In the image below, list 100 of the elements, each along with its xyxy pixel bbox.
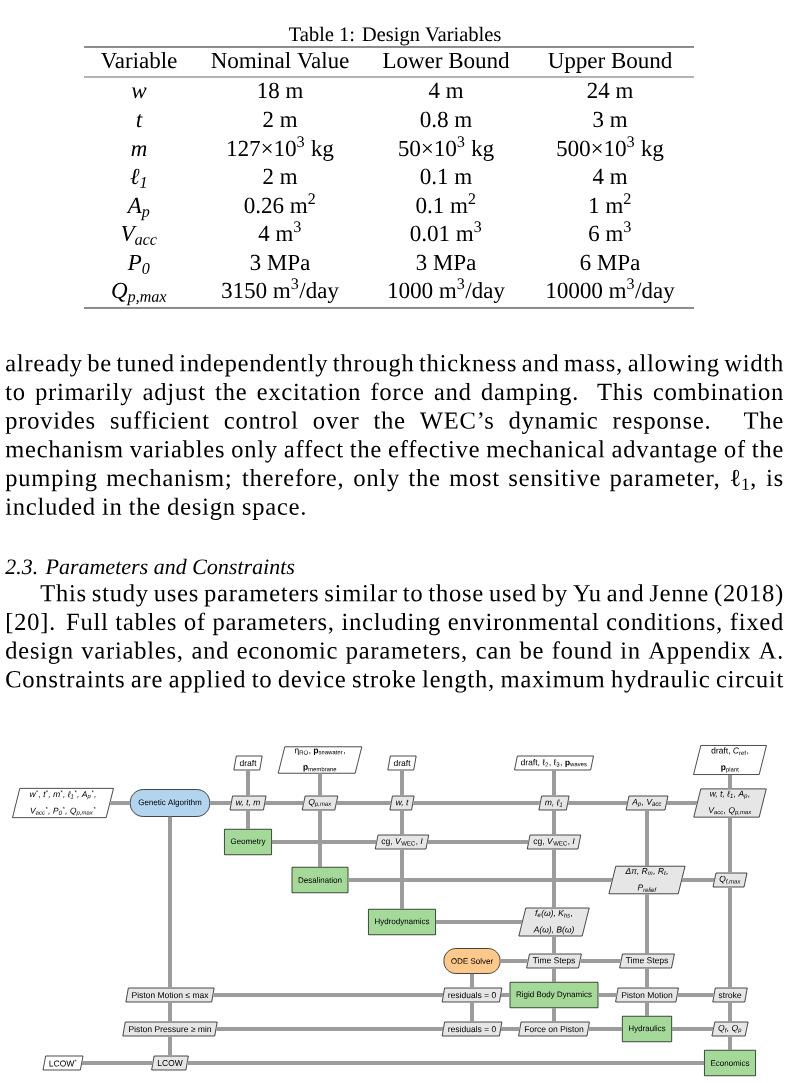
table-value: 50×10$^{3}$ kg <box>399 136 494 161</box>
connector-line <box>470 973 474 988</box>
connector-line <box>645 810 649 866</box>
connector-line <box>728 1002 732 1022</box>
connector-line <box>645 1002 649 1016</box>
data-block: residuals = 0 <box>441 987 503 1003</box>
connector-line <box>500 959 528 963</box>
variable-symbol: ℓ$_{1}$ <box>130 168 146 188</box>
data-block: Δπ, R$_{m}$, R$_{t}$, P$_{relief}$ <box>608 865 686 895</box>
variable-symbol: Q$_{p,max}$ <box>112 282 167 306</box>
table-value: 6 m$^{3}$ <box>589 221 631 242</box>
connector-line <box>168 816 172 988</box>
connector-line <box>82 1061 153 1065</box>
connector-line <box>728 817 732 873</box>
data-block: cg, V$_{WEC}$, I <box>374 834 430 850</box>
optimizer-box: Genetic Algorithm <box>129 789 211 817</box>
connector-line <box>598 993 617 997</box>
connector-line <box>400 849 404 909</box>
connector-line <box>168 1036 172 1056</box>
data-block: w, t <box>389 795 415 811</box>
table-value: 1000 m$^{3}$/day <box>389 278 505 303</box>
variable-symbol: w <box>131 87 147 99</box>
table-value: 0.26 m$^{2}$ <box>244 193 315 214</box>
data-block: A$_{p}$, V$_{acc}$ <box>625 795 669 811</box>
component-box: Rigid Body Dynamics <box>509 981 599 1009</box>
connector-line <box>552 810 556 835</box>
paragraph: This study uses parameters similar to those used by Yu and Jenne (2018) [20]. Full tables of parameters, including environmental conditions, fixed design variables, and economic parameters, can be found in Appendix A. Constraints are applied to device stroke length, maximum hydraulic circuit <box>6 584 784 693</box>
data-block: Force on Piston <box>518 1021 590 1037</box>
table-value: 1 m$^{2}$ <box>590 193 631 213</box>
connector-line <box>552 849 556 908</box>
connector-line <box>413 801 540 805</box>
connector-line <box>213 993 443 997</box>
table-value: 127×10$^{3}$ kg <box>228 136 334 161</box>
table-value: 0.1 m <box>420 168 472 185</box>
table-value: 18 m <box>258 82 303 99</box>
input-block: LCOW$^{*}$ <box>42 1055 84 1071</box>
connector-line <box>110 801 130 805</box>
connector-line <box>400 810 404 835</box>
variable-symbol: P$_{0}$ <box>127 254 150 274</box>
connector-line <box>580 959 621 963</box>
data-block: Piston Motion ≤ max <box>125 987 215 1003</box>
table-value: 4 m$^{3}$ <box>258 221 301 241</box>
table-caption: Table 1: Design Variables <box>289 26 501 46</box>
table-value: 4 m <box>428 82 464 98</box>
table-value: 500×10$^{3}$ kg <box>557 136 664 161</box>
connector-line <box>552 1008 556 1022</box>
data-block: residuals = 0 <box>441 1021 503 1037</box>
data-block: Q$_{f}$, Q$_{p}$ <box>711 1021 749 1037</box>
table-value: 10000 m$^{3}$/day <box>547 278 675 303</box>
paragraph: already be tuned independently through thickness and mass, allowing width to primarily adjust the excitation force and damping. This combination provides sufficient control over the WEC’s dynamic response. The mechanism variables only affect the effective mechanical advantage of the pumping mechanism; therefore, only the most sensitive parameter, ℓ$_{1}$, is included in the design space. <box>5 354 783 520</box>
component-box: Hydrodynamics <box>368 908 436 936</box>
connector-line <box>216 1027 443 1031</box>
component-box: Hydraulics <box>622 1015 673 1043</box>
connector-line <box>552 936 556 954</box>
data-block: w, t, m <box>229 795 267 811</box>
connector-line <box>435 920 522 924</box>
section-heading: 2.3. Parameters and Constraints <box>5 558 295 575</box>
column-heading: Nominal Value <box>211 52 349 69</box>
connector-line <box>470 1002 474 1022</box>
table-value: 2 m <box>263 168 298 184</box>
connector-line <box>728 774 732 789</box>
data-block: m, ℓ$_{1}$ <box>538 795 570 811</box>
connector-line <box>645 894 649 954</box>
table-value: 3 m <box>593 111 628 128</box>
column-heading: Upper Bound <box>548 52 672 73</box>
connector-line <box>728 887 732 988</box>
connector-line <box>677 993 714 997</box>
data-block: w, t, ℓ$_{1}$, A$_{p}$, V$_{acc}$, Q$_{p,max}$ <box>693 788 767 818</box>
component-box: Desalination <box>291 866 349 894</box>
connector-line <box>645 968 649 988</box>
connector-line <box>682 878 715 882</box>
data-block: Piston Motion <box>615 987 679 1003</box>
input-block: draft <box>387 755 417 771</box>
table-value: 3 MPa <box>250 254 311 271</box>
connector-line <box>336 801 391 805</box>
connector-line <box>501 1027 520 1031</box>
component-box: Economics <box>704 1049 756 1077</box>
input-block: draft <box>233 755 263 771</box>
connector-line <box>588 1027 622 1031</box>
data-block: Piston Pressure ≥ min <box>122 1021 218 1037</box>
connector-line <box>501 993 510 997</box>
variable-symbol: m <box>131 145 147 156</box>
component-box: Geometry <box>224 828 272 856</box>
table-value: 3 MPa <box>416 254 477 271</box>
input-block: η$_{RO}$, p$_{seawater}$, p$_{membrane}$ <box>277 746 363 774</box>
connector-line <box>271 840 377 844</box>
connector-line <box>348 878 612 882</box>
connector-line <box>246 810 250 829</box>
data-block: Q$_{p,max}$ <box>301 795 339 811</box>
table-value: 3150 m$^{3}$/day <box>222 278 339 303</box>
table-value: 0.8 m <box>420 111 472 128</box>
connector-line <box>246 770 250 796</box>
variable-symbol: t <box>136 114 143 128</box>
connector-line <box>672 1027 714 1031</box>
input-block: draft, C$_{ref}$, p$_{plant}$ <box>693 745 767 775</box>
connector-line <box>168 1002 172 1022</box>
connector-line <box>210 801 231 805</box>
column-heading: Lower Bound <box>383 52 510 69</box>
connector-line <box>187 1061 705 1065</box>
connector-line <box>427 840 529 844</box>
